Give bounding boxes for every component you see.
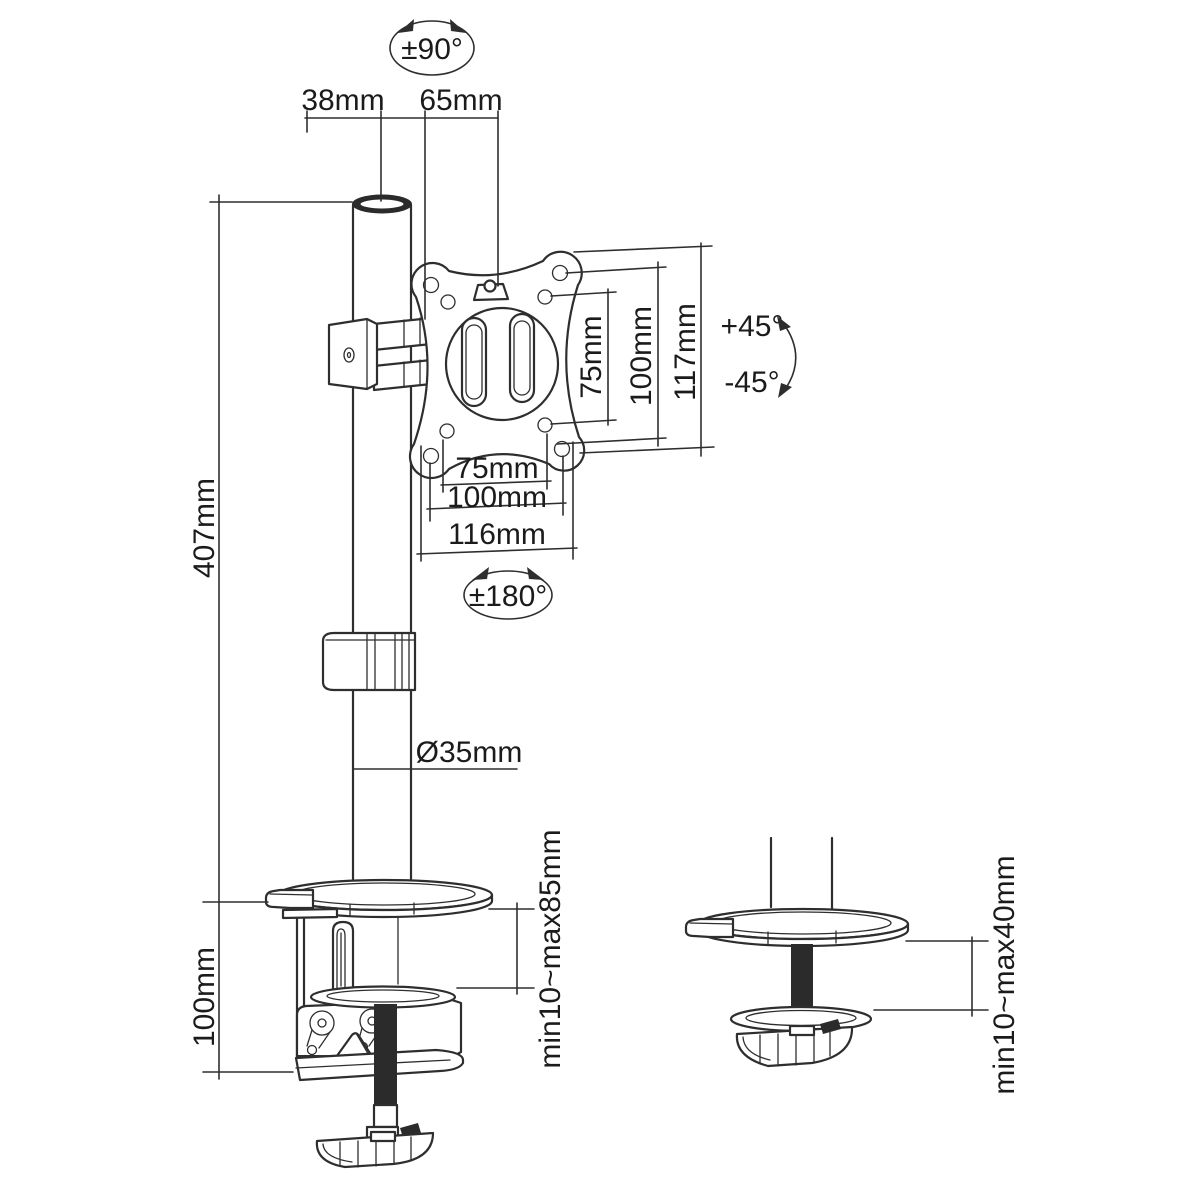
pole-collar-ring (321, 631, 417, 692)
rotate-arrow-icon (398, 19, 414, 33)
dim-label-clamp-range: min10~max85mm (534, 829, 567, 1068)
desk-clamp (294, 916, 465, 1169)
clamp-screw-hole (343, 347, 355, 363)
dim-label-65mm: 65mm (419, 84, 502, 117)
dimension-grommet-range: min10~max40mm (873, 855, 1021, 1095)
pole (351, 194, 413, 881)
vesa-inner-hole (440, 294, 456, 310)
clamp-threaded-screw (374, 1004, 397, 1105)
clamp-hand-knob (315, 1130, 435, 1169)
dim-label-grommet-range: min10~max40mm (988, 855, 1021, 1094)
dim-label-100mm-clamp: 100mm (188, 947, 221, 1047)
dim-label-75mm-vertical: 75mm (575, 315, 608, 398)
vesa-slot-right (508, 312, 536, 404)
vesa-inner-hole (439, 423, 455, 439)
grommet-base-plate (684, 907, 910, 948)
vesa-plate (408, 250, 586, 480)
dim-label-75mm-horizontal: 75mm (455, 452, 538, 485)
dimension-pole-height: 407mm 100mm (188, 194, 353, 1080)
rotate-arrow-icon (527, 567, 544, 580)
dim-label-117mm: 117mm (669, 303, 702, 401)
vesa-corner-hole (422, 276, 440, 294)
grommet-knob-latch (820, 1019, 841, 1034)
dimension-vesa-horizontal: 75mm 100mm 116mm (416, 433, 578, 562)
dim-label-100mm-vertical: 100mm (625, 306, 658, 406)
dimension-pole-diameter: Ø35mm (352, 736, 523, 770)
base-side-wing (684, 917, 735, 939)
dim-label-38mm: 38mm (301, 84, 384, 117)
dim-label-407mm: 407mm (188, 478, 221, 578)
grommet-threaded-rod (791, 944, 813, 1008)
dimension-top-offsets: 38mm 65mm (301, 84, 503, 320)
tilt-arrow-icon (777, 316, 791, 331)
vesa-inner-hole (537, 289, 553, 305)
grommet-hand-knob (735, 1024, 854, 1068)
grommet-mount-view (684, 836, 910, 1068)
rotation-annotation: ±180° (463, 567, 553, 620)
vesa-center-disc (444, 306, 560, 422)
swivel-angle-label: ±90° (401, 33, 463, 66)
tilt-annotation: +45° -45° (721, 310, 797, 399)
tilt-down-label: -45° (724, 366, 779, 399)
base-side-wing (264, 888, 315, 910)
rotate-arrow-icon (450, 19, 466, 33)
vesa-corner-hole (553, 440, 571, 458)
vesa-inner-hole (537, 417, 553, 433)
tilt-hinge-bolt (483, 279, 497, 293)
keyhole-slot (306, 1010, 335, 1056)
tilt-up-label: +45° (721, 310, 784, 343)
swivel-annotation: ±90° (389, 19, 475, 76)
desk-base-plate (264, 878, 494, 920)
dim-label-diameter: Ø35mm (416, 736, 523, 769)
dimension-vesa-vertical: 75mm 100mm 117mm (550, 242, 715, 457)
vesa-corner-hole (422, 447, 440, 465)
clamp-guide-slot (331, 920, 355, 990)
rotation-angle-label: ±180° (469, 580, 548, 613)
dimension-clamp-range: min10~max85mm (456, 829, 567, 1069)
clamp-guide-pin (336, 928, 346, 989)
vesa-slot-left (460, 316, 488, 408)
dim-label-116mm: 116mm (448, 518, 546, 551)
rotate-arrow-icon (472, 567, 489, 580)
tilt-arrow-icon (778, 383, 792, 398)
dim-label-100mm-horizontal: 100mm (447, 481, 547, 514)
